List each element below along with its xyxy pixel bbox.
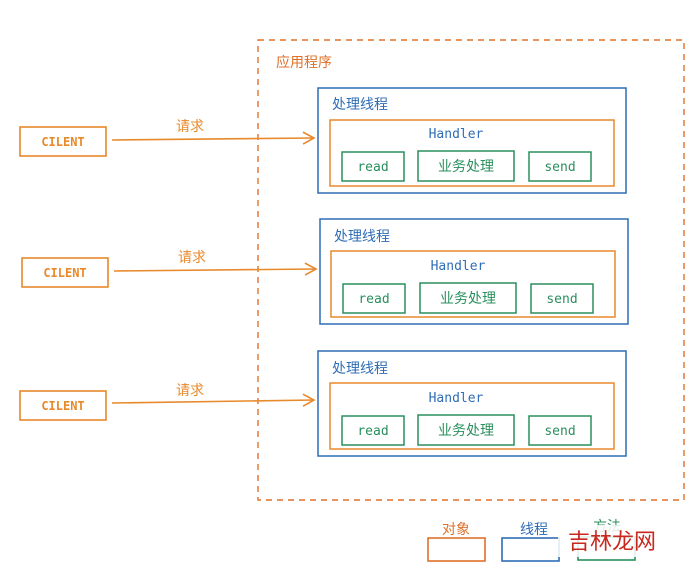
handler-label: Handler xyxy=(429,127,484,142)
thread-title: 处理线程 xyxy=(332,361,388,377)
client-box xyxy=(21,257,109,288)
legend-object-label: 对象 xyxy=(442,522,470,538)
client-box xyxy=(19,390,107,421)
client-label: CILENT xyxy=(41,135,84,149)
legend-object-swatch xyxy=(427,537,486,562)
request-arrow xyxy=(111,131,316,145)
watermark-text: 吉林龙网 xyxy=(568,530,656,555)
client-label: CILENT xyxy=(41,399,84,413)
handler-box xyxy=(330,250,616,318)
watermark-backdrop xyxy=(558,525,666,557)
request-arrow xyxy=(111,393,316,407)
legend-thread-label: 线程 xyxy=(520,522,548,538)
send-label: send xyxy=(544,424,575,439)
read-method xyxy=(341,151,405,182)
handler-label: Handler xyxy=(429,391,484,406)
handler-box xyxy=(329,382,615,450)
thread-box xyxy=(317,350,627,457)
request-label: 请求 xyxy=(176,119,204,135)
read-method xyxy=(341,415,405,446)
business-label: 业务处理 xyxy=(438,423,494,439)
application-title: 应用程序 xyxy=(276,54,332,71)
handler-label: Handler xyxy=(431,259,486,274)
request-label: 请求 xyxy=(176,383,204,399)
read-method xyxy=(342,283,406,314)
business-method xyxy=(417,150,515,182)
send-label: send xyxy=(546,292,577,307)
business-label: 业务处理 xyxy=(438,159,494,175)
request-arrow xyxy=(113,262,318,276)
thread-title: 处理线程 xyxy=(334,229,390,245)
thread-title: 处理线程 xyxy=(332,97,388,113)
send-label: send xyxy=(544,160,575,175)
client-label: CILENT xyxy=(43,266,86,280)
request-label: 请求 xyxy=(178,250,206,266)
handler-box xyxy=(329,119,615,187)
thread-box xyxy=(319,218,629,325)
business-method xyxy=(417,414,515,446)
send-method xyxy=(528,151,592,182)
read-label: read xyxy=(358,292,389,307)
business-method xyxy=(419,282,517,314)
send-method xyxy=(530,283,594,314)
legend-thread-swatch xyxy=(501,537,560,562)
client-box xyxy=(19,126,107,157)
read-label: read xyxy=(357,424,388,439)
send-method xyxy=(528,415,592,446)
business-label: 业务处理 xyxy=(440,291,496,307)
thread-box xyxy=(317,87,627,194)
read-label: read xyxy=(357,160,388,175)
